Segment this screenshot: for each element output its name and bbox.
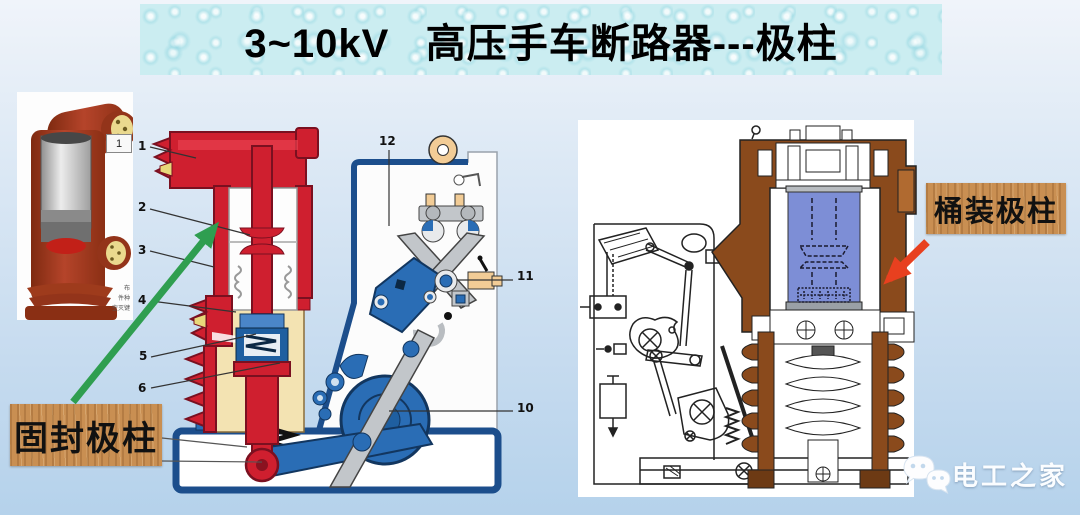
scissor-linkage (368, 193, 503, 347)
solid-sealed-pole-section (151, 127, 319, 433)
photo-caption-line: 布 (123, 286, 130, 292)
lower-contact-assembly (235, 313, 289, 363)
watermark-text: 电工之家 (952, 461, 1069, 491)
label-barrel-pole: 桶装极柱 (926, 183, 1066, 234)
callout-10: 10 (517, 401, 534, 415)
callout-4: 4 (138, 293, 147, 307)
wechat-icon (903, 455, 951, 495)
callout-1: 1 (138, 139, 147, 153)
drive-link (233, 329, 436, 488)
photo-number-badge: 1 (106, 134, 132, 153)
pole-ribs (741, 343, 905, 453)
photo-caption-line: 件种 (117, 296, 130, 302)
callout-11: 11 (517, 269, 534, 283)
photo-caption: 布 件种 空灭键 (88, 284, 130, 314)
label-barrel-pole-text: 桶装极柱 (933, 195, 1058, 228)
page-title: 3~10kV 高压手车断路器---极柱 (244, 21, 838, 66)
label-solid-sealed-pole-text: 固封极柱 (14, 419, 158, 458)
barrel-pole-diagram (578, 120, 917, 497)
interrupter-barrel (785, 185, 863, 311)
callout-2: 2 (138, 200, 147, 214)
photo-caption-line: 空灭键 (111, 306, 130, 312)
label-solid-sealed-pole: 固封极柱 (10, 404, 162, 466)
vacuum-interrupter-section (228, 145, 298, 315)
vacuum-interrupter-photo (40, 132, 92, 254)
callout-12: 12 (379, 134, 396, 148)
callout-5: 5 (139, 349, 148, 363)
title-banner: 3~10kV 高压手车断路器---极柱 (140, 4, 942, 75)
callout-6: 6 (138, 381, 147, 395)
bellows-lineart (784, 345, 862, 483)
barrel-pole-column (711, 125, 917, 489)
solid-pole-cross-section-diagram (149, 127, 513, 494)
photo-badge-text: 1 (115, 137, 123, 150)
callout-3: 3 (138, 243, 147, 257)
mid-flange-lineart (751, 309, 915, 345)
top-terminal-lineart (757, 125, 889, 189)
